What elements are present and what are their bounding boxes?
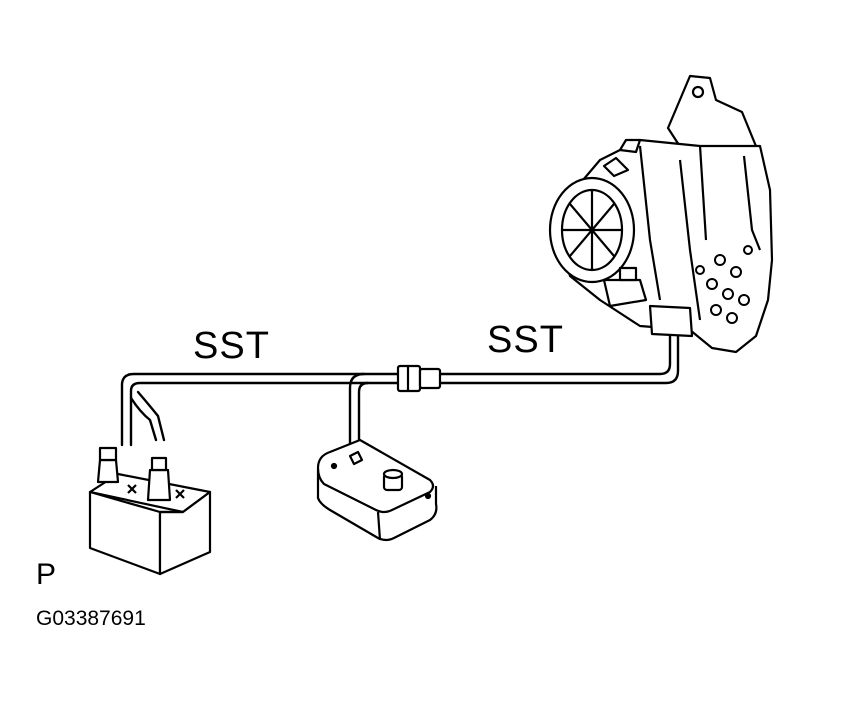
connector-icon [398, 366, 440, 391]
battery-icon [90, 448, 210, 574]
motor-assembly-icon [550, 76, 772, 352]
view-letter: P [36, 558, 57, 591]
sst-label-right: SST [487, 319, 564, 361]
switch-box-icon [318, 440, 436, 540]
sst-label-left: SST [193, 325, 270, 367]
figure-code: G03387691 [36, 607, 146, 630]
sst-harness [122, 336, 678, 455]
